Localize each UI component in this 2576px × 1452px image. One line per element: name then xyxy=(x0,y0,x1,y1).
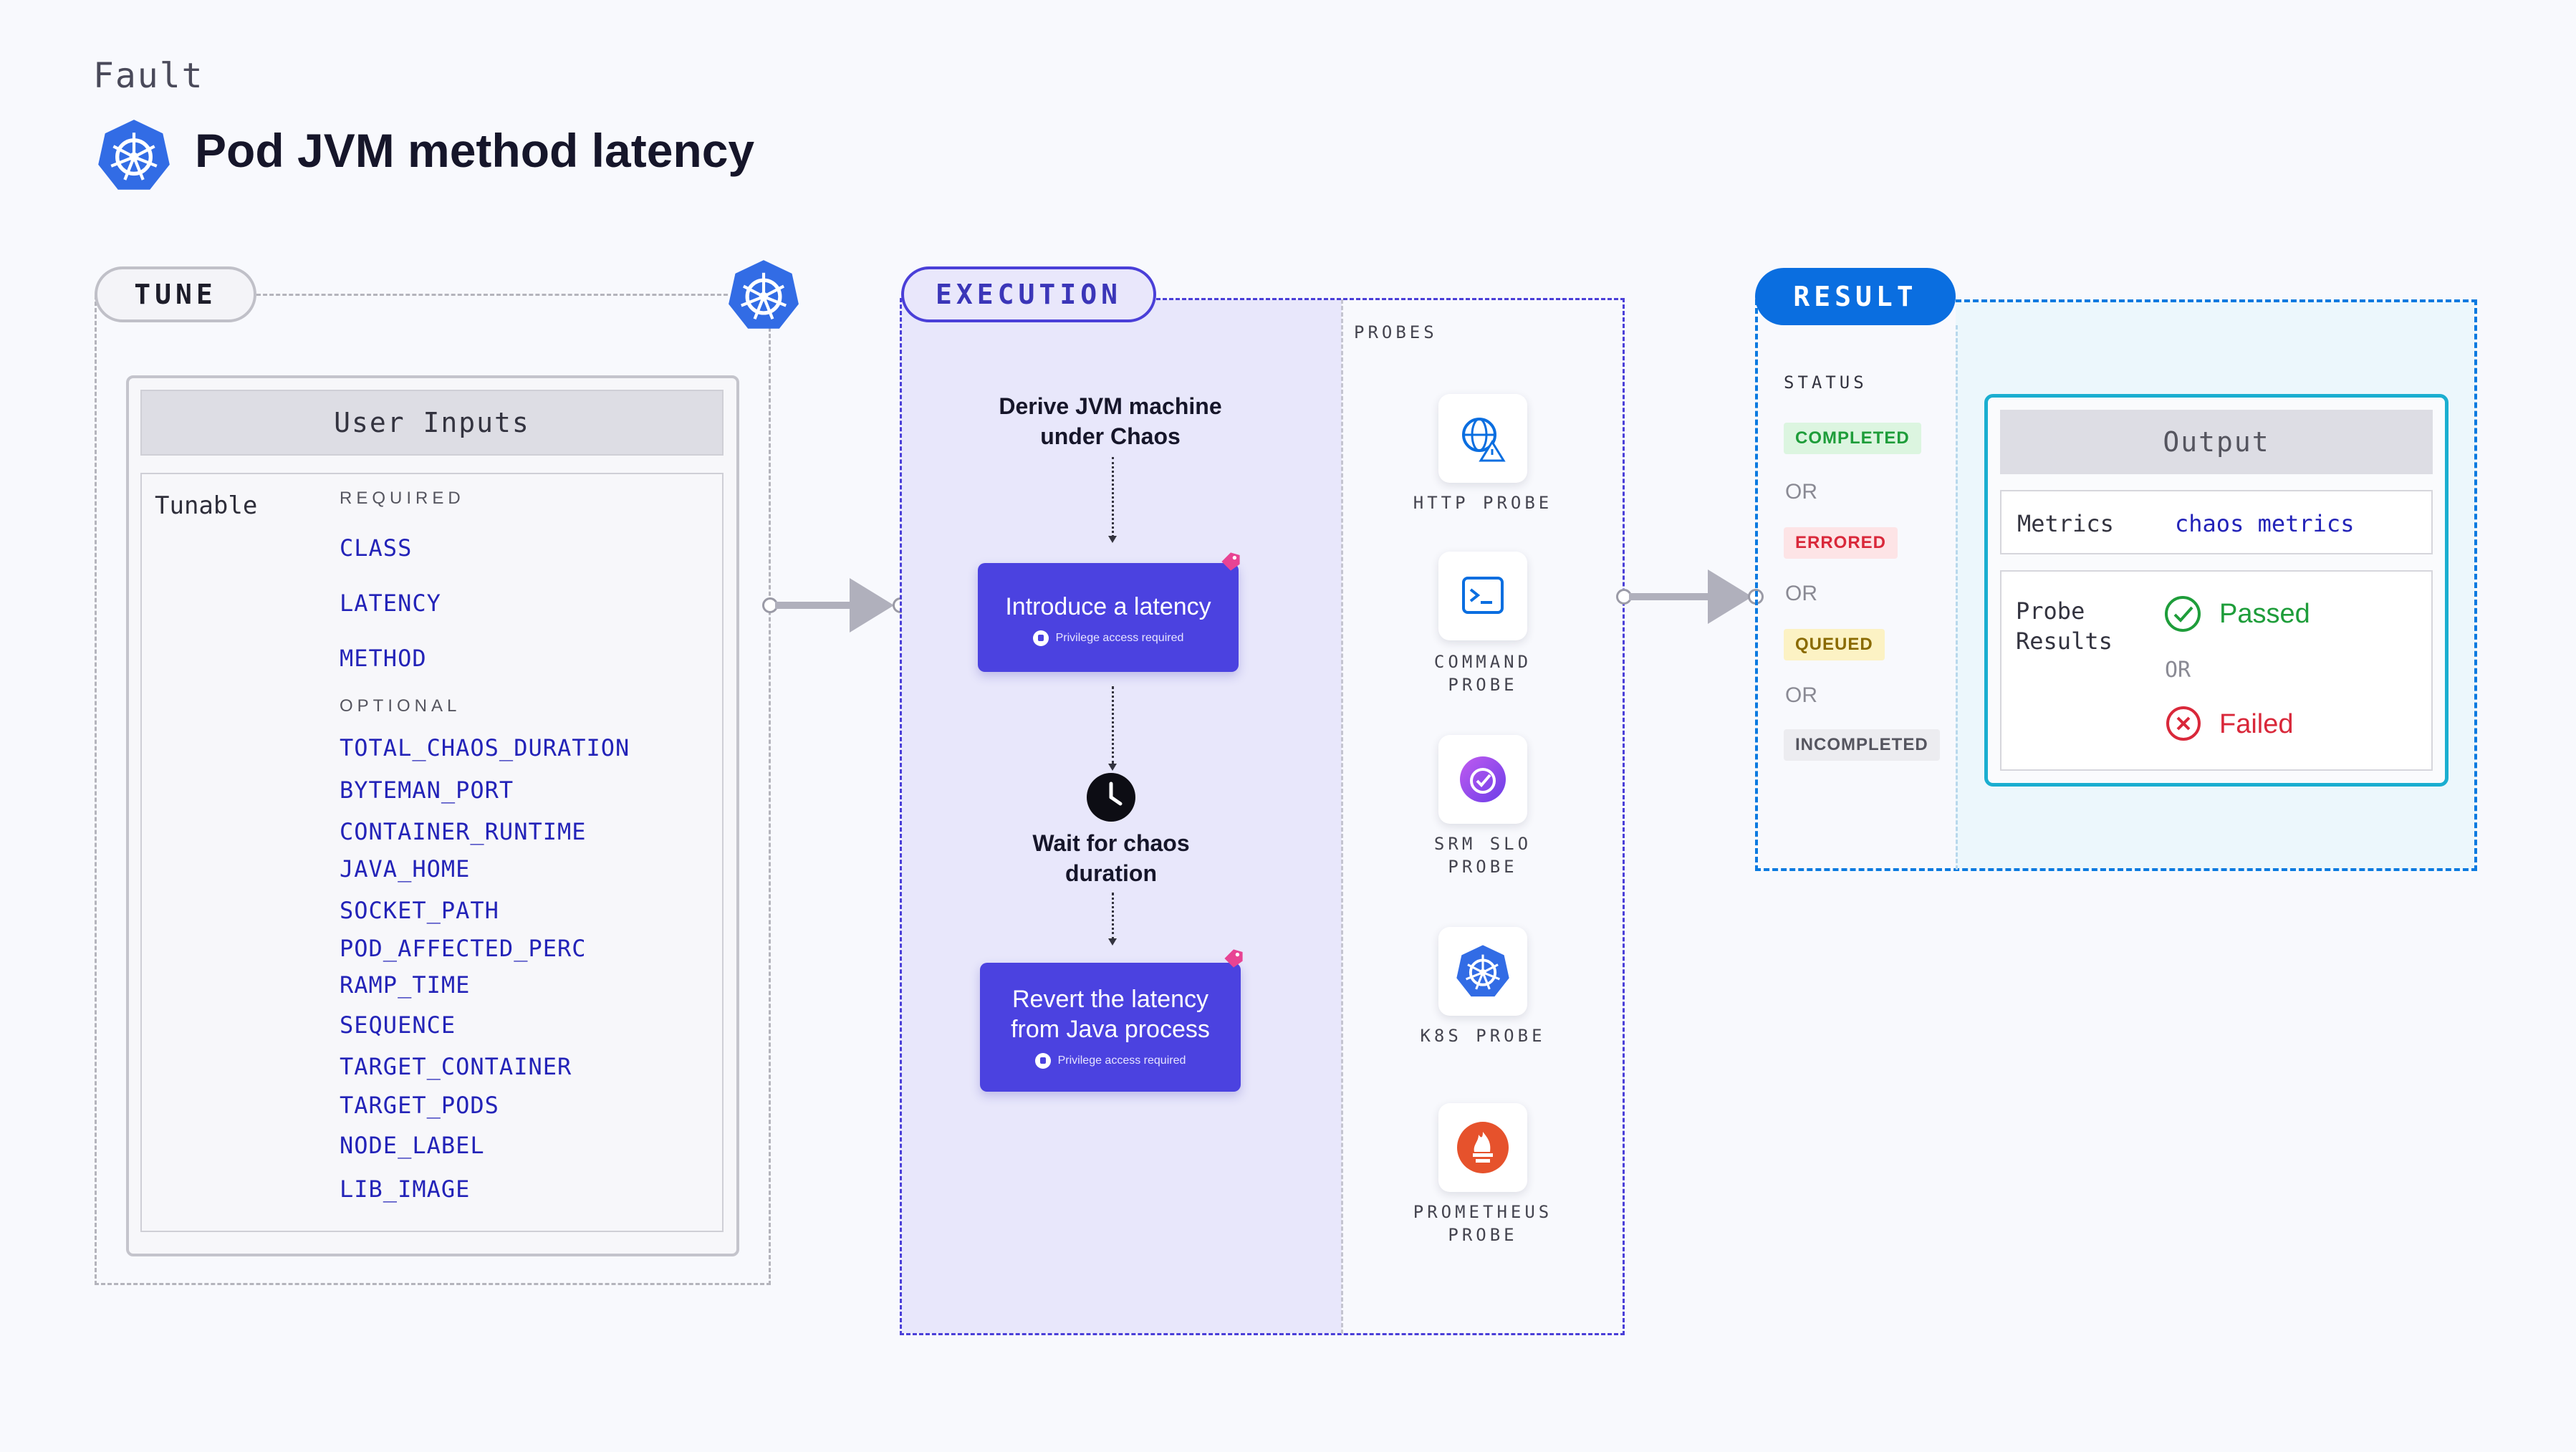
status-errored-badge: ERRORED xyxy=(1784,527,1898,559)
param-target-container: TARGET_CONTAINER xyxy=(340,1053,572,1080)
arrow-head xyxy=(850,578,894,633)
flow-arrow-tip xyxy=(1108,536,1117,543)
output-title: Output xyxy=(2000,410,2433,474)
param-byteman-port: BYTEMAN_PORT xyxy=(340,777,514,804)
chaos-tag-icon xyxy=(1221,552,1240,571)
param-total-chaos-duration: TOTAL_CHAOS_DURATION xyxy=(340,734,630,761)
param-latency: LATENCY xyxy=(340,590,441,617)
status-incompleted-badge: INCOMPLETED xyxy=(1784,729,1940,761)
step-wait-chaos: Wait for chaos duration xyxy=(1032,830,1190,886)
clock-icon xyxy=(1087,773,1135,822)
or-text: OR xyxy=(1785,582,1817,605)
probe-label-command: COMMAND PROBE xyxy=(1433,652,1532,695)
flow-connector xyxy=(1112,893,1114,940)
kubernetes-icon xyxy=(729,260,799,329)
srm-slo-icon xyxy=(1438,735,1527,824)
flow-connector xyxy=(1112,686,1114,764)
privilege-note-text: Privilege access required xyxy=(1057,1054,1186,1067)
probe-label-k8s: K8S PROBE xyxy=(1420,1026,1546,1046)
param-method: METHOD xyxy=(340,645,427,672)
execution-pill: EXECUTION xyxy=(901,266,1156,322)
tune-top-border xyxy=(256,294,728,296)
check-circle-icon xyxy=(2165,596,2201,632)
lock-icon xyxy=(1032,630,1049,646)
param-sequence: SEQUENCE xyxy=(340,1011,456,1039)
chaos-tag-icon xyxy=(1224,949,1243,968)
probe-label-http: HTTP PROBE xyxy=(1413,493,1553,513)
kubernetes-icon xyxy=(1438,927,1527,1016)
passed-text: Passed xyxy=(2219,599,2310,629)
tunable-label: Tunable xyxy=(155,491,258,520)
flow-arrow-tip xyxy=(1108,764,1117,771)
result-top-border xyxy=(1956,299,2477,302)
param-target-pods: TARGET_PODS xyxy=(340,1092,499,1119)
prometheus-icon xyxy=(1438,1103,1527,1192)
param-socket-path: SOCKET_PATH xyxy=(340,897,499,924)
arrow-line xyxy=(775,602,851,609)
metrics-row xyxy=(2000,490,2433,554)
or-text: OR xyxy=(1785,683,1817,707)
metrics-value: chaos metrics xyxy=(2175,510,2355,537)
x-circle-icon xyxy=(2166,706,2201,741)
status-completed-badge: COMPLETED xyxy=(1784,423,1921,454)
inputs-list xyxy=(140,473,724,1232)
required-header: REQUIRED xyxy=(340,489,465,508)
status-queued-badge: QUEUED xyxy=(1784,629,1885,660)
param-class: CLASS xyxy=(340,534,413,562)
optional-header: OPTIONAL xyxy=(340,696,461,716)
privilege-note-text: Privilege access required xyxy=(1055,632,1184,644)
user-inputs-title: User Inputs xyxy=(140,390,724,456)
globe-warning-icon xyxy=(1438,394,1527,483)
or-text: OR xyxy=(1785,480,1817,504)
param-java-home: JAVA_HOME xyxy=(340,855,471,883)
param-ramp-time: RAMP_TIME xyxy=(340,971,471,999)
metrics-label: Metrics xyxy=(2017,510,2114,537)
failed-text: Failed xyxy=(2219,709,2294,739)
step-revert-latency: Revert the latency from Java process Pri… xyxy=(980,963,1241,1092)
param-node-label: NODE_LABEL xyxy=(340,1132,485,1159)
flow-arrow-tip xyxy=(1108,938,1117,946)
result-pill: RESULT xyxy=(1755,268,1956,325)
probe-results-label: Probe Results xyxy=(2016,597,2113,655)
step-revert-latency-title: Revert the latency from Java process xyxy=(1011,986,1210,1043)
step-derive-jvm: Derive JVM machine under Chaos xyxy=(999,393,1222,449)
result-section-border xyxy=(1755,299,2477,871)
step-introduce-latency: Introduce a latency Privilege access req… xyxy=(978,563,1239,672)
arrow-head xyxy=(1708,569,1752,624)
probe-label-srm-slo: SRM SLO PROBE xyxy=(1433,834,1532,877)
result-divider xyxy=(1956,325,1958,870)
tune-section-border xyxy=(95,295,771,1285)
execution-divider xyxy=(1341,299,1343,1334)
page-title: Pod JVM method latency xyxy=(195,124,755,177)
execution-section-border xyxy=(900,298,1625,1335)
probe-results-row xyxy=(2000,570,2433,771)
lock-icon xyxy=(1034,1053,1051,1069)
param-pod-affected-perc: POD_AFFECTED_PERC xyxy=(340,935,587,962)
execution-top-border xyxy=(1156,298,1625,300)
kubernetes-logo-icon xyxy=(98,120,170,190)
arrow-line xyxy=(1629,593,1709,600)
fault-label: Fault xyxy=(93,56,204,96)
status-label: STATUS xyxy=(1784,372,1868,393)
probes-label: PROBES xyxy=(1354,322,1438,342)
param-container-runtime: CONTAINER_RUNTIME xyxy=(340,818,587,845)
flow-connector xyxy=(1112,457,1114,537)
param-lib-image: LIB_IMAGE xyxy=(340,1175,471,1203)
tune-pill: TUNE xyxy=(95,266,256,322)
probe-label-prometheus: PROMETHEUS PROBE xyxy=(1413,1202,1553,1245)
privilege-note: Privilege access required xyxy=(994,1053,1226,1069)
step-introduce-latency-title: Introduce a latency xyxy=(1005,593,1211,620)
privilege-note: Privilege access required xyxy=(978,630,1239,646)
terminal-icon xyxy=(1438,552,1527,640)
or-text: OR xyxy=(2165,658,2191,683)
